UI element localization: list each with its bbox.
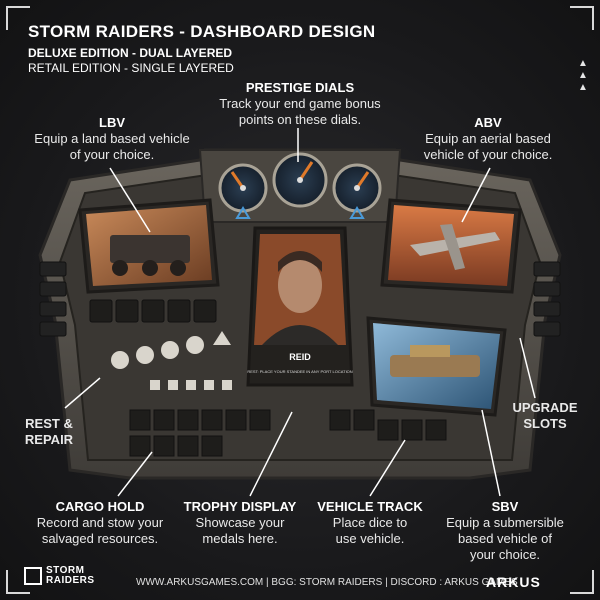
callout-heading: REST & xyxy=(25,416,73,431)
prestige-dial-center xyxy=(272,152,328,208)
footer-links: WWW.ARKUSGAMES.COM | BGG: STORM RAIDERS … xyxy=(136,577,518,588)
cargo-slots-top xyxy=(89,299,217,323)
chevron-decoration-icon: ▲▲▲ xyxy=(578,58,588,93)
callout-text: Equip a land based vehicle xyxy=(34,131,190,146)
callout-heading: PRESTIGE DIALS xyxy=(245,80,355,95)
corner-bracket-bottom-left xyxy=(6,570,30,594)
trophy-display-slots xyxy=(129,409,447,457)
callout-heading: UPGRADE xyxy=(512,400,578,415)
callout-heading: CARGO HOLD xyxy=(55,499,145,514)
callout-vehicle-track: VEHICLE TRACK Place dice to use vehicle. xyxy=(300,499,440,547)
prestige-dial-left xyxy=(218,163,268,213)
logo-line: STORM xyxy=(46,565,85,576)
callout-text: points on these dials. xyxy=(238,112,362,127)
callout-cargo-hold: CARGO HOLD Record and stow your salvaged… xyxy=(20,499,180,547)
storm-raiders-logo: STORM RAIDERS xyxy=(46,566,95,586)
callout-heading: SLOTS xyxy=(523,416,567,431)
sbv-screen xyxy=(366,316,507,417)
rest-repair-icons xyxy=(111,331,231,369)
callout-text: medals here. xyxy=(202,531,278,546)
vehicle-track-row xyxy=(150,380,232,390)
upgrade-slots-left xyxy=(39,261,67,337)
prestige-dial-right xyxy=(332,163,382,213)
callout-heading: ABV xyxy=(474,115,502,130)
callout-text: use vehicle. xyxy=(335,531,405,546)
callout-text: Place dice to xyxy=(332,515,408,530)
callout-lines xyxy=(64,128,536,497)
upgrade-slots-right xyxy=(533,261,561,337)
callout-text: salvaged resources. xyxy=(41,531,159,546)
character-card: REID REST: PLACE YOUR STANDEE IN ANY POR… xyxy=(246,226,354,387)
edition-retail: RETAIL EDITION - SINGLE LAYERED xyxy=(28,61,234,75)
callout-prestige-dials: PRESTIGE DIALS Track your end game bonus… xyxy=(200,80,400,128)
callout-rest-repair: REST & REPAIR xyxy=(14,416,84,448)
callout-trophy-display: TROPHY DISPLAY Showcase your medals here… xyxy=(170,499,310,547)
callout-sbv: SBV Equip a submersible based vehicle of… xyxy=(430,499,580,563)
abv-screen xyxy=(380,198,522,294)
callout-heading: REPAIR xyxy=(24,432,74,447)
callout-text: Equip a submersible xyxy=(446,515,564,530)
callout-lbv: LBV Equip a land based vehicle of your c… xyxy=(12,115,212,163)
callout-heading: TROPHY DISPLAY xyxy=(183,499,297,514)
callout-text: Showcase your xyxy=(195,515,285,530)
callout-text: Equip an aerial based xyxy=(425,131,551,146)
callout-text: Track your end game bonus xyxy=(219,96,381,111)
callout-abv: ABV Equip an aerial based vehicle of you… xyxy=(388,115,588,163)
triangle-icon xyxy=(349,206,365,219)
character-ability: REST: PLACE YOUR STANDEE IN ANY PORT LOC… xyxy=(247,369,352,374)
arkus-brand-logo: ARKUS xyxy=(486,574,541,590)
corner-bracket-top-left xyxy=(6,6,30,30)
triangle-icon xyxy=(235,206,251,219)
callout-heading: LBV xyxy=(99,115,125,130)
edition-deluxe: DELUXE EDITION - DUAL LAYERED xyxy=(28,46,233,60)
callout-upgrade-slots: UPGRADE SLOTS xyxy=(505,400,585,432)
corner-bracket-top-right xyxy=(570,6,594,30)
callout-heading: SBV xyxy=(491,499,519,514)
callout-text: Record and stow your xyxy=(36,515,164,530)
callout-text: based vehicle of xyxy=(458,531,552,546)
storm-raiders-logo-icon xyxy=(24,567,42,585)
corner-bracket-bottom-right xyxy=(570,570,594,594)
callout-text: your choice. xyxy=(469,547,541,562)
callout-text: of your choice. xyxy=(69,147,155,162)
logo-line: RAIDERS xyxy=(46,575,95,586)
callout-heading: VEHICLE TRACK xyxy=(317,499,423,514)
callout-text: vehicle of your choice. xyxy=(423,147,553,162)
page-title: STORM RAIDERS - DASHBOARD DESIGN xyxy=(28,22,376,41)
lbv-screen xyxy=(78,198,220,294)
character-name: REID xyxy=(289,352,311,362)
